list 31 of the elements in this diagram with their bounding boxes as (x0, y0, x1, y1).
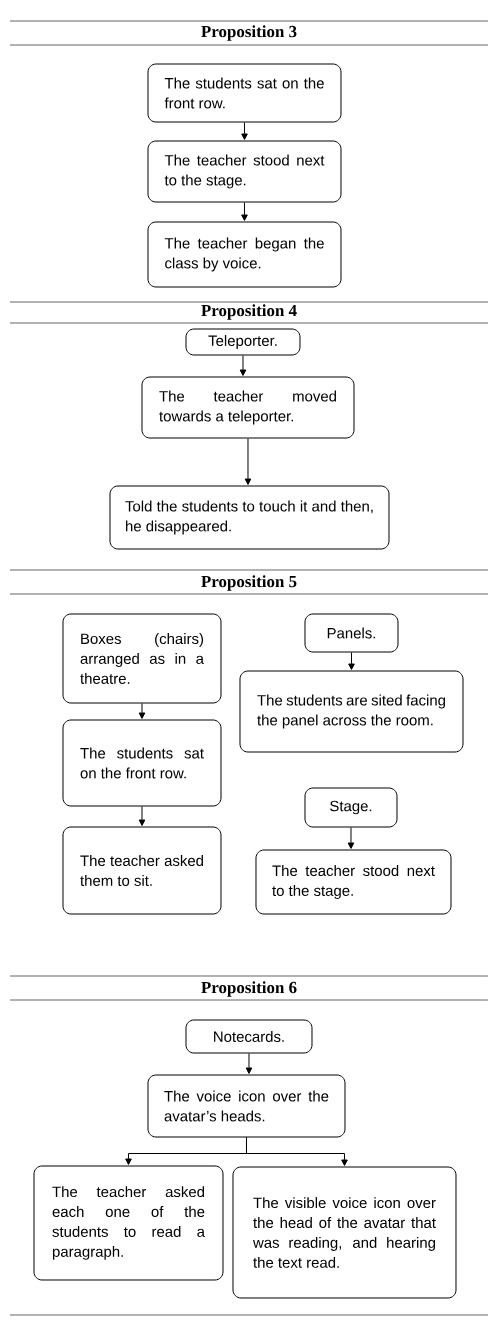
heading: Proposition 4 (201, 304, 297, 320)
heading: Proposition 6 (201, 981, 297, 997)
arrow (241, 202, 248, 221)
process-box: Panels. (304, 613, 399, 653)
process-box: The teacher moved towards a teleporter. (141, 376, 355, 439)
process-box: The teacher began the class by voice. (147, 221, 342, 288)
arrow (246, 1137, 348, 1166)
process-box: The teacher asked each one of the students to read a paragraph. (33, 1165, 224, 1281)
process-box: Stage. (304, 787, 398, 828)
process-box: Teleporter. (185, 328, 301, 356)
arrow (138, 703, 146, 719)
process-box: Boxes (chairs) arranged as in a theatre. (62, 613, 222, 704)
process-box: The teacher stood next to the stage. (147, 140, 342, 203)
heading: Proposition 3 (201, 25, 297, 41)
arrow (347, 827, 355, 849)
heading: Proposition 5 (201, 575, 297, 591)
process-box: The students sat on the front row. (62, 719, 222, 807)
process-box: The visible voice icon over the head of the avatar that was reading, and hearing the text read. (232, 1166, 457, 1299)
arrow (245, 1053, 253, 1074)
process-box: The students are sited facing the panel across the room. (239, 670, 464, 753)
arrow (239, 355, 247, 376)
arrow (244, 438, 252, 485)
process-box: Notecards. (185, 1019, 313, 1054)
process-box: Told the students to touch it and then, he disappeared. (109, 485, 390, 550)
arrow (241, 122, 248, 140)
arrow (138, 806, 146, 826)
process-box: The students sat on the front row. (147, 63, 342, 123)
process-box: The teacher asked them to sit. (62, 826, 222, 915)
process-box: The voice icon over the avatar’s heads. (147, 1074, 346, 1138)
process-box: The teacher stood next to the stage. (255, 849, 452, 915)
arrow (348, 652, 355, 670)
